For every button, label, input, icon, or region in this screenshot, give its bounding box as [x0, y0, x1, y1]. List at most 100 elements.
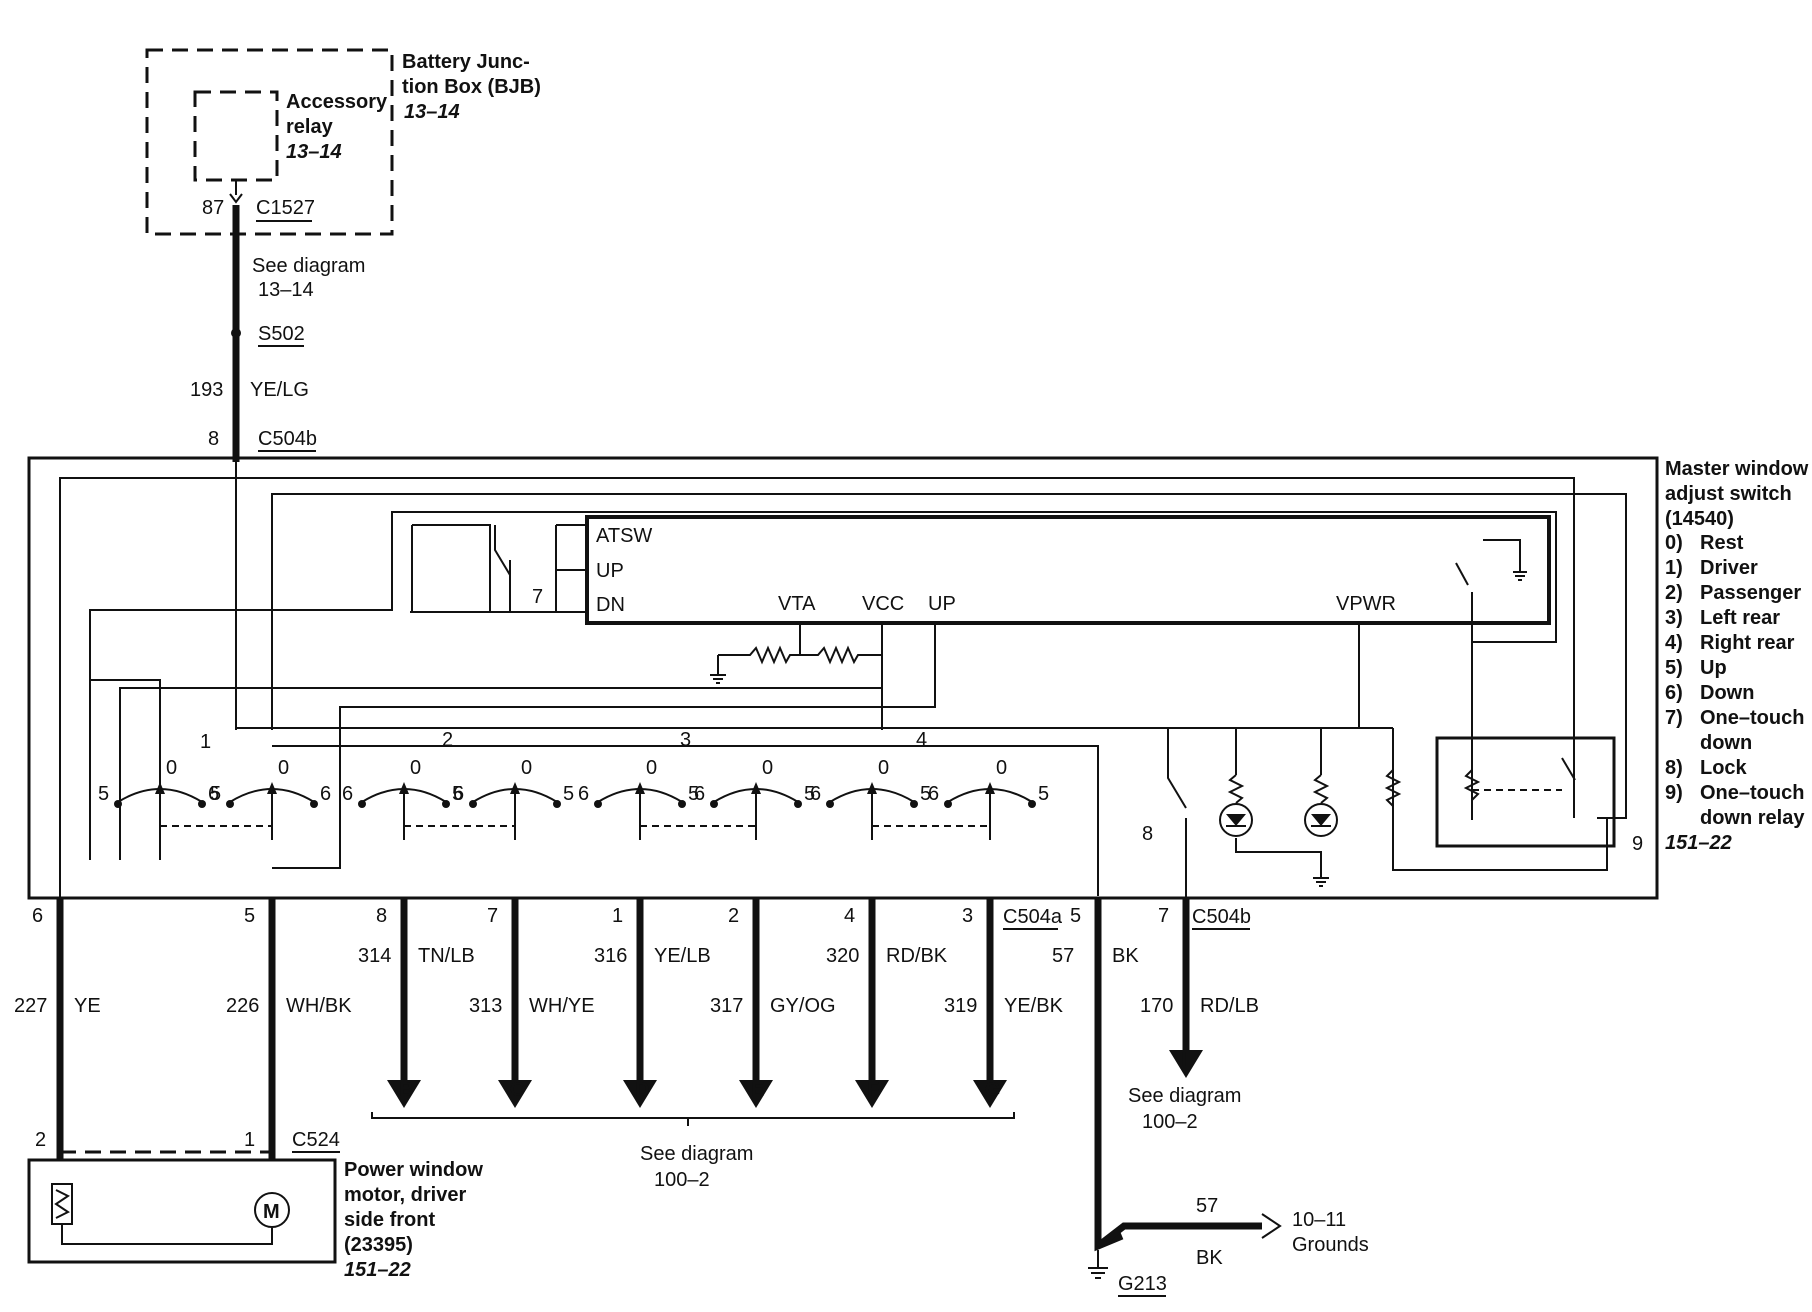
switch-contact-group: 605 — [578, 757, 699, 840]
switch-legend: 0)Rest 1)Driver 2)Passenger 3)Left rear … — [1665, 532, 1805, 854]
motor-box — [27, 1158, 337, 1264]
switch-title: Master window adjust switch (14540) — [1665, 458, 1809, 530]
ground-icon — [710, 670, 726, 684]
contact-terminal — [944, 800, 952, 808]
legend-text: Left rear — [1700, 607, 1780, 629]
mark-two: 2 — [442, 729, 453, 751]
contact-terminal — [198, 800, 206, 808]
wire-color: YE/BK — [1004, 995, 1064, 1017]
dn-label: DN — [596, 594, 625, 616]
wire-pin: 5 — [1070, 905, 1081, 927]
wire-color: BK — [1112, 945, 1139, 967]
relay-ref: 13–14 — [286, 141, 342, 163]
motor-pin-2: 2 — [35, 1129, 46, 1151]
contact-terminal — [469, 800, 477, 808]
contact-pos-label: 0 — [166, 757, 177, 779]
contact-pos-label: 6 — [453, 783, 464, 805]
legend-text: Lock — [1700, 757, 1748, 779]
relay-label-2: relay — [286, 116, 334, 138]
wire-circuit: 170 — [1140, 995, 1173, 1017]
contact-terminal — [710, 800, 718, 808]
wire-circuit: 226 — [226, 995, 259, 1017]
legend-text: Driver — [1700, 557, 1758, 579]
up-label: UP — [596, 560, 624, 582]
legend-num: 0) — [1665, 532, 1683, 554]
motor-symbol: M — [263, 1201, 280, 1223]
contact-pos-label: 6 — [928, 783, 939, 805]
one-touch-relay-box — [1435, 736, 1616, 848]
wire-color: YE/LB — [654, 945, 711, 967]
switch-contact-group: 605 — [928, 757, 1049, 840]
see-bottom-2: 100–2 — [654, 1169, 710, 1191]
legend-text: Passenger — [1700, 582, 1801, 604]
destination-letter: E — [751, 1079, 764, 1101]
switch-title-3: (14540) — [1665, 508, 1734, 530]
wire-pin: 3 — [962, 905, 973, 927]
mark-eight: 8 — [1142, 823, 1153, 845]
contact-arrow-icon — [267, 782, 277, 794]
wire-color: WH/YE — [529, 995, 595, 1017]
relay-coil — [1463, 769, 1481, 801]
contact-terminal — [910, 800, 918, 808]
contact-arrow-icon — [635, 782, 645, 794]
contact-pos-label: 5 — [1038, 783, 1049, 805]
contact-arrow-icon — [155, 782, 165, 794]
motor-line-2: motor, driver — [344, 1184, 466, 1206]
contact-terminal — [226, 800, 234, 808]
legend-num: 9) — [1665, 782, 1683, 804]
wire-pin: 7 — [487, 905, 498, 927]
destination-arrow-icon — [739, 1080, 773, 1108]
feed-pin: 8 — [208, 428, 219, 450]
wire-pin: 6 — [32, 905, 43, 927]
contact-terminal — [1028, 800, 1036, 808]
mark-three: 3 — [680, 729, 691, 751]
c504b-label: C504b — [1192, 906, 1251, 928]
contact-pos-label: 5 — [563, 783, 574, 805]
mark-seven: 7 — [532, 586, 543, 608]
contact-pos-label: 0 — [878, 757, 889, 779]
switch-contact-group: 506 — [98, 757, 219, 840]
wire-circuit: 316 — [594, 945, 627, 967]
wire-circuit: 227 — [14, 995, 47, 1017]
contact-pos-label: 6 — [694, 783, 705, 805]
wire-circuit: 314 — [358, 945, 391, 967]
see-right-1: See diagram — [1128, 1085, 1241, 1107]
destination-arrow-icon — [973, 1080, 1007, 1108]
relay-contact — [1561, 757, 1576, 781]
relay-label-1: Accessory — [286, 91, 388, 113]
contact-terminal — [594, 800, 602, 808]
motor-line-3: side front — [344, 1209, 435, 1231]
contact-terminal — [358, 800, 366, 808]
contact-arrow-icon — [867, 782, 877, 794]
c524-label: C524 — [292, 1129, 340, 1151]
wire-circuit: 320 — [826, 945, 859, 967]
bottom-bracket — [371, 1112, 1015, 1119]
legend-num: 7) — [1665, 707, 1683, 729]
legend-text: Up — [1700, 657, 1727, 679]
mark-four: 4 — [916, 729, 927, 751]
wire-pin: 8 — [376, 905, 387, 927]
up2-label: UP — [928, 593, 956, 615]
bjb-title-1: Battery Junc- — [402, 51, 530, 73]
s502-splice — [231, 328, 241, 338]
contact-pos-label: 6 — [810, 783, 821, 805]
contact-pos-label: 6 — [578, 783, 589, 805]
wire-pin: 2 — [728, 905, 739, 927]
motor-line-1: Power window — [344, 1159, 483, 1181]
feed-circuit: 193 — [190, 379, 223, 401]
internal-wiring — [59, 462, 1627, 898]
wire-color: YE — [74, 995, 101, 1017]
contact-arrow-icon — [399, 782, 409, 794]
see-diagram-top-1: See diagram — [252, 255, 365, 277]
wire-color: TN/LB — [418, 945, 475, 967]
ground-branch — [1095, 1222, 1262, 1249]
motor-ref: 151–22 — [344, 1259, 411, 1281]
switch-title-1: Master window — [1665, 458, 1809, 480]
